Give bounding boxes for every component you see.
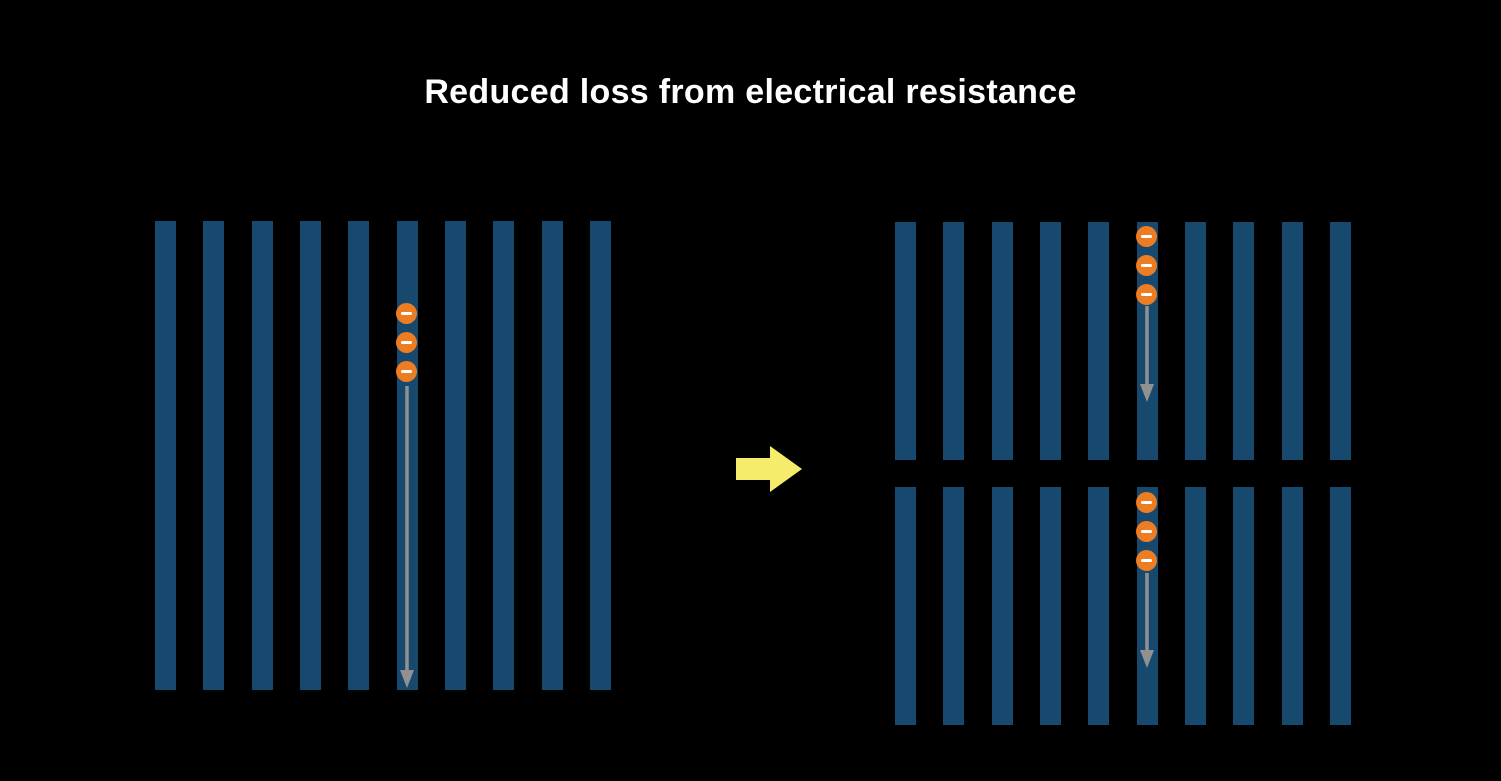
solar-cell-bar xyxy=(1233,222,1255,460)
solar-cell-bar xyxy=(895,222,916,460)
solar-cell-bar xyxy=(1329,487,1351,725)
minus-glyph xyxy=(401,312,412,315)
solar-cell-bar xyxy=(895,487,916,725)
solar-cell-bar xyxy=(1184,487,1206,725)
solar-cell-bar xyxy=(203,221,225,690)
full-cell-electron-stack xyxy=(396,303,417,382)
solar-cell-bar xyxy=(1088,222,1110,460)
solar-cell-bar xyxy=(1281,487,1303,725)
minus-glyph xyxy=(401,341,412,344)
minus-glyph xyxy=(1141,501,1152,504)
arrow-head xyxy=(1140,650,1154,668)
solar-cell-bar xyxy=(348,221,370,690)
solar-cell-bar xyxy=(1039,222,1061,460)
solar-cell-bar xyxy=(541,221,563,690)
electron-icon xyxy=(1136,226,1157,247)
transform-right-arrow-icon xyxy=(736,446,802,492)
minus-glyph xyxy=(1141,293,1152,296)
right-arrow-shape xyxy=(736,446,802,492)
solar-cell-bar xyxy=(589,221,611,690)
solar-cell-bar xyxy=(1088,487,1110,725)
full-cell-current-down-arrow-icon xyxy=(400,386,414,688)
solar-cell-bar xyxy=(1281,222,1303,460)
electron-icon xyxy=(1136,492,1157,513)
minus-glyph xyxy=(1141,235,1152,238)
electron-icon xyxy=(396,303,417,324)
electron-icon xyxy=(1136,550,1157,571)
half-cell-top-current-down-arrow-icon xyxy=(1140,306,1154,402)
half-cell-top-bar-group xyxy=(895,222,1351,460)
solar-cell-bar xyxy=(943,487,965,725)
solar-cell-bar xyxy=(1039,487,1061,725)
minus-glyph xyxy=(1141,264,1152,267)
solar-cell-bar xyxy=(1184,222,1206,460)
solar-cell-bar xyxy=(1329,222,1351,460)
half-cell-bottom-bar-group xyxy=(895,487,1351,725)
diagram-title: Reduced loss from electrical resistance xyxy=(424,73,1077,111)
arrow-head xyxy=(1140,384,1154,402)
electron-icon xyxy=(396,332,417,353)
half-cell-bottom-current-down-arrow-icon xyxy=(1140,573,1154,668)
minus-glyph xyxy=(1141,530,1152,533)
solar-cell-bar xyxy=(155,221,176,690)
minus-glyph xyxy=(1141,559,1152,562)
electron-icon xyxy=(396,361,417,382)
electron-icon xyxy=(1136,284,1157,305)
electron-icon xyxy=(1136,521,1157,542)
solar-cell-bar xyxy=(493,221,515,690)
solar-cell-bar xyxy=(1233,487,1255,725)
solar-cell-bar xyxy=(251,221,273,690)
solar-cell-bar xyxy=(444,221,466,690)
electron-icon xyxy=(1136,255,1157,276)
solar-cell-bar xyxy=(991,487,1013,725)
minus-glyph xyxy=(401,370,412,373)
full-cell-bar-group xyxy=(155,221,611,690)
solar-cell-bar xyxy=(991,222,1013,460)
half-cell-bottom-electron-stack xyxy=(1136,492,1157,571)
solar-cell-bar xyxy=(943,222,965,460)
half-cell-top-electron-stack xyxy=(1136,226,1157,305)
arrow-head xyxy=(400,670,414,688)
solar-cell-bar xyxy=(299,221,321,690)
